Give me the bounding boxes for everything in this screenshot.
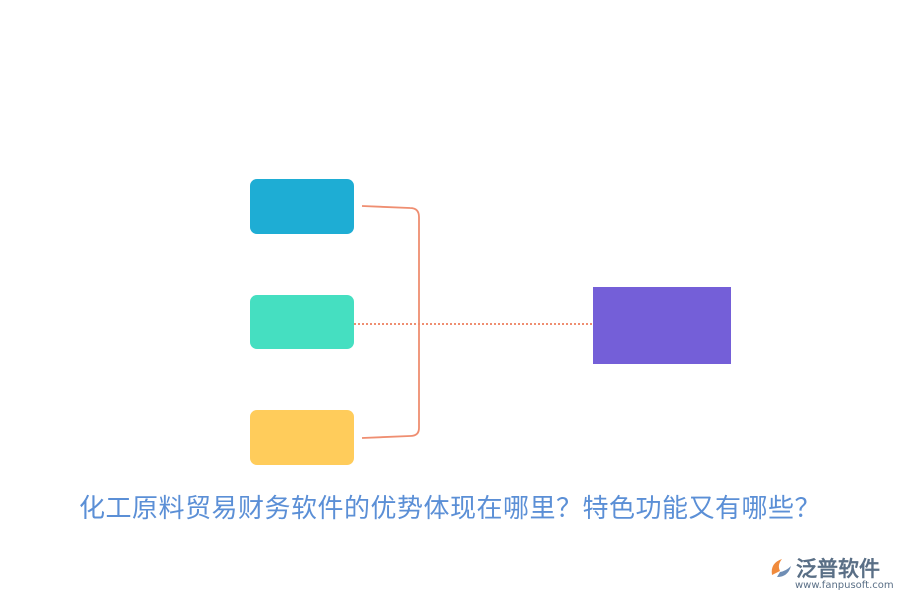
logo-name: 泛普软件 (796, 557, 880, 581)
fanpu-logo-icon (771, 559, 791, 577)
node-blue-box (250, 179, 354, 234)
logo-url: www.fanpusoft.com (795, 580, 894, 591)
diagram-caption: 化工原料贸易财务软件的优势体现在哪里？特色功能又有哪些？ (78, 494, 821, 524)
node-teal-box (250, 295, 354, 349)
bracket-connector (361, 205, 420, 439)
fanpu-logo: 泛普软件 www.fanpusoft.com (768, 553, 894, 595)
node-yellow-box (250, 410, 354, 465)
target-node-purple-box (593, 287, 731, 364)
